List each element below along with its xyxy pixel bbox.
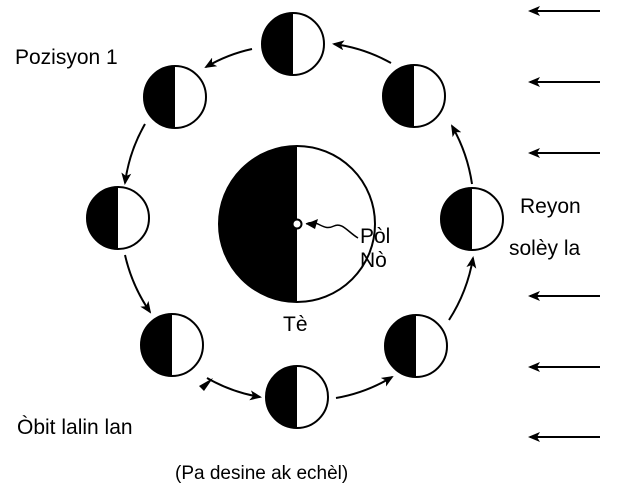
- sun-rays: [528, 6, 600, 442]
- moon: [440, 187, 504, 251]
- north-pole-dot: [291, 218, 303, 230]
- orbit-arrow-marker: [199, 378, 213, 391]
- orbit-arc-3: [124, 254, 152, 314]
- orbit-arc-4: [206, 377, 262, 401]
- north-pole-label-line2: Nò: [360, 249, 387, 272]
- moon: [86, 186, 150, 250]
- moon: [384, 314, 448, 378]
- earth-label: Tè: [283, 313, 308, 336]
- orbit-arc-7: [451, 124, 473, 185]
- orbit-arc-5: [335, 375, 394, 399]
- sun-rays-label-line1: Reyon: [520, 195, 581, 218]
- sun-rays-label-line2: solèy la: [509, 237, 581, 260]
- moon: [382, 64, 446, 128]
- orbit-arc-2: [121, 123, 146, 185]
- orbit-arc-8: [332, 40, 392, 64]
- moon: [140, 313, 204, 377]
- moon-position-1: [143, 65, 207, 129]
- position-label: Pozisyon 1: [15, 46, 118, 69]
- orbit-arc-6: [448, 256, 477, 321]
- moon: [265, 365, 329, 429]
- moon: [261, 12, 325, 76]
- orbit-arc-1: [204, 48, 253, 69]
- orbit-label: Òbit lalin lan: [17, 416, 133, 439]
- north-pole-label-line1: Pòl: [360, 225, 391, 248]
- orbit-arcs: [121, 40, 477, 401]
- earth: [218, 145, 376, 303]
- caption: (Pa desine ak echèl): [175, 463, 349, 484]
